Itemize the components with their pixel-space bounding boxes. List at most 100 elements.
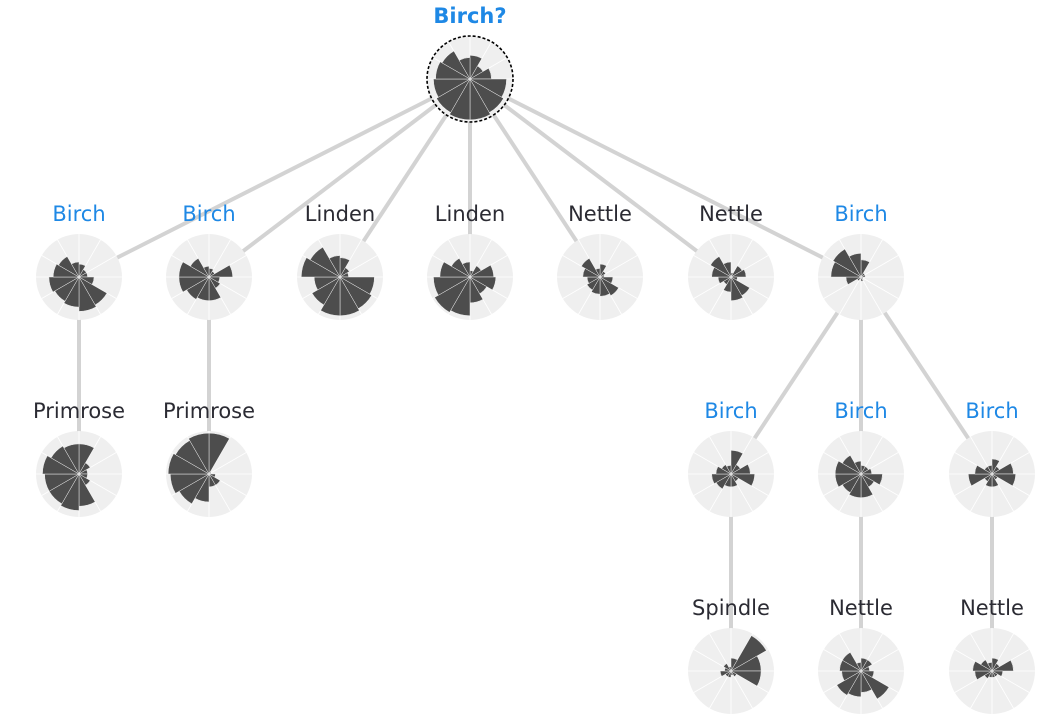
node-wedge [433, 276, 471, 296]
tree-node: Nettle [557, 202, 643, 320]
node-label: Birch [965, 399, 1018, 423]
node-wedge [581, 258, 601, 278]
node-wedge [730, 269, 747, 278]
node-wedge [842, 455, 862, 475]
tree-node: Primrose [163, 399, 255, 517]
tree-node: Birch [166, 202, 252, 320]
node-wedge [441, 50, 471, 80]
node-label: Primrose [163, 399, 255, 423]
node-wedge [836, 670, 862, 696]
node-spoke [860, 255, 899, 278]
node-wedge [723, 663, 732, 672]
node-wedge [842, 652, 862, 672]
edge-root-n1 [78, 77, 471, 279]
node-wedge [50, 445, 80, 475]
node-label: Nettle [568, 202, 632, 226]
tree-node: Nettle [949, 596, 1035, 714]
node-wedge [71, 261, 80, 278]
tree-node: Birch [949, 399, 1035, 517]
node-wedge [208, 264, 233, 278]
node-wedge [991, 473, 1016, 487]
node-wedge [458, 57, 471, 80]
node-label: Birch [834, 399, 887, 423]
node-wedge [451, 258, 471, 278]
node-wedge [309, 246, 341, 278]
tree-node: Birch [818, 399, 904, 517]
node-spoke [860, 276, 883, 315]
node-wedge [711, 473, 732, 485]
node-spoke [730, 670, 753, 709]
node-wedge [167, 453, 210, 475]
node-label: Spindle [692, 596, 770, 620]
node-spoke [709, 670, 732, 709]
tree-node: Primrose [33, 399, 125, 517]
node-wedge [848, 253, 862, 278]
node-wedge [436, 78, 471, 113]
node-wedge [972, 660, 993, 672]
node-wedge [860, 473, 883, 486]
node-wedge [339, 267, 350, 278]
node-wedge [469, 276, 497, 291]
tree-node: Birch [688, 399, 774, 517]
node-wedge [832, 248, 862, 278]
node-wedge [449, 78, 471, 121]
node-wedge [433, 78, 471, 98]
edge-root-n7 [469, 77, 862, 279]
node-wedge [439, 261, 471, 278]
node-wedge [469, 55, 483, 80]
node-spoke [839, 276, 862, 315]
node-wedge [63, 276, 80, 308]
tree-node: Birch [36, 202, 122, 320]
node-label: Nettle [699, 202, 763, 226]
node-wedge [991, 458, 1000, 475]
node-wedge [730, 473, 755, 487]
node-wedge [834, 460, 862, 475]
node-spoke [208, 452, 247, 475]
node-label: Birch [834, 202, 887, 226]
node-wedge [726, 465, 732, 475]
node-label: Linden [305, 202, 375, 226]
node-wedge [591, 276, 601, 295]
root-label: Birch? [433, 4, 506, 28]
node-wedge [435, 61, 471, 80]
node-wedge [721, 464, 732, 475]
node-wedge [719, 670, 732, 677]
tree-node: Linden [427, 202, 513, 320]
node-wedge [730, 670, 737, 677]
node-label: Nettle [829, 596, 893, 620]
node-wedge [987, 465, 993, 475]
node-label: Primrose [33, 399, 125, 423]
node-spoke [991, 670, 1014, 709]
edges-layer [77, 77, 994, 671]
tree-node: Linden [297, 202, 383, 320]
node-wedge [190, 258, 210, 278]
node-wedge [328, 255, 341, 278]
node-wedge [78, 276, 97, 312]
tree-node: Nettle [688, 202, 774, 320]
edge-root-n6 [468, 77, 733, 279]
root-node: Birch? [426, 4, 514, 123]
node-wedge [42, 455, 80, 475]
node-label: Birch [52, 202, 105, 226]
node-wedge [48, 276, 80, 293]
node-wedge [52, 263, 80, 278]
node-wedge [63, 443, 80, 475]
node-wedge [178, 261, 210, 278]
node-wedge [715, 466, 732, 475]
node-wedge [730, 276, 744, 301]
node-wedge [730, 670, 762, 687]
node-wedge [856, 662, 862, 672]
node-wedge [188, 432, 210, 475]
node-wedge [860, 659, 873, 672]
tree-node: Nettle [818, 596, 904, 714]
node-label: Birch [182, 202, 235, 226]
node-wedge [723, 261, 732, 278]
node-label: Birch [704, 399, 757, 423]
tree-node: Birch [818, 202, 904, 320]
node-wedge [203, 265, 210, 278]
node-wedge [987, 662, 993, 672]
node-spoke [599, 255, 638, 278]
node-wedge [728, 666, 732, 672]
